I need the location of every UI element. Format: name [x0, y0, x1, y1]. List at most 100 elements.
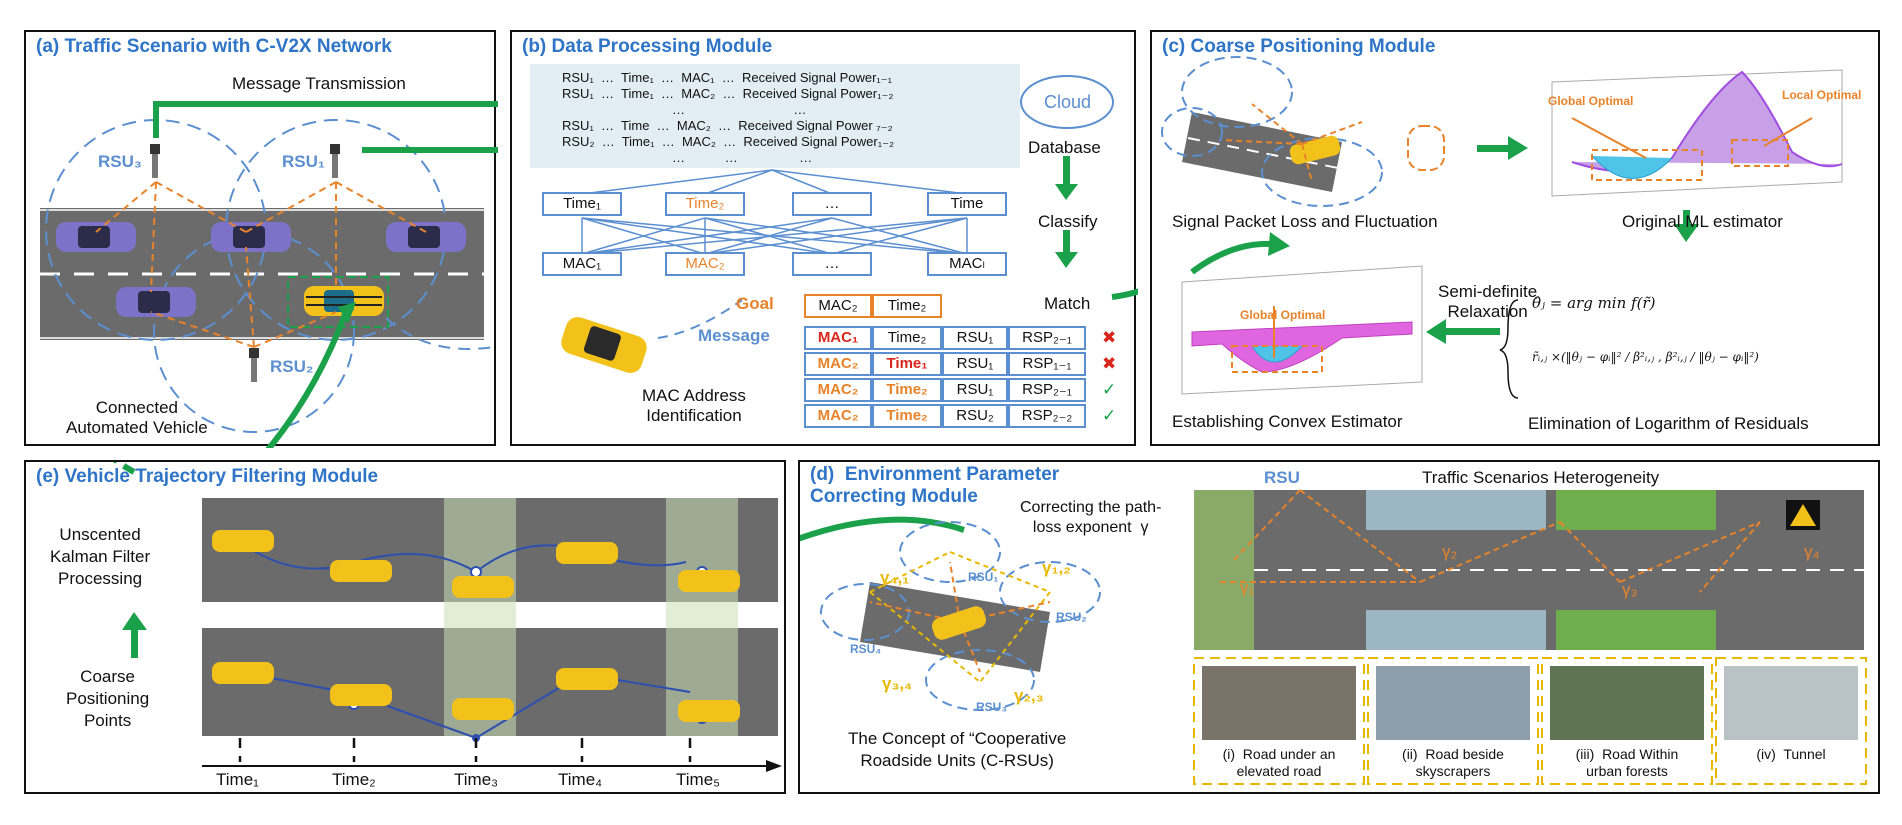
goal-time: Time₂ [872, 294, 942, 318]
mac-node: … [792, 252, 872, 276]
car-icon [386, 222, 466, 252]
elimination-label: Elimination of Logarithm of Residuals [1528, 414, 1809, 433]
time-tick: Time₂ [332, 770, 376, 789]
coarse-points-label: Coarse Positioning Points [66, 667, 150, 730]
crsu-label: The Concept of “Cooperative Roadside Uni… [848, 729, 1067, 770]
ml-surface-plot [1551, 69, 1843, 197]
photo-caption: (ii) Road beside skyscrapers [1402, 746, 1504, 779]
panel-d-title: (d) Environment Parameter Correcting Mod… [810, 464, 1060, 507]
message-time-cell: Time₂ [872, 326, 942, 350]
panel-environment-parameter: (d) Environment Parameter Correcting Mod… [798, 460, 1880, 794]
record-row: RSU₁ … Time₁ … MAC₁ … Received Signal Po… [562, 70, 893, 85]
rsu-label: RSU₂ [1056, 610, 1087, 624]
message-rsp-cell: RSP₂₋₂ [1008, 404, 1086, 428]
local-optimal-label: Local Optimal [1782, 88, 1862, 102]
message-time-cell: Time₁ [872, 352, 942, 376]
message-rsp-cell: RSP₂₋₁ [1008, 326, 1086, 350]
rsu-label: RSU₄ [850, 642, 882, 656]
message-rsp-cell: RSP₁₋₁ [1008, 352, 1086, 376]
time-node: Time [927, 192, 1007, 216]
message-time-cell: Time₂ [872, 378, 942, 402]
equation-1: θ̂ⱼ = arg min f(r̃) [1532, 294, 1656, 312]
tunnel-photo [1724, 666, 1858, 740]
convex-estimator-label: Establishing Convex Estimator [1172, 412, 1403, 431]
time-node: … [792, 192, 872, 216]
goal-label: Goal [736, 294, 774, 313]
gamma-label: γ₂,₃ [1014, 686, 1044, 705]
traffic-scene-graphic [40, 101, 498, 448]
car-icon [56, 222, 136, 252]
photo-caption: (iv) Tunnel [1756, 746, 1826, 762]
trajectory-graphic [112, 462, 782, 772]
ukf-label: Unscented Kalman Filter Processing [50, 525, 151, 588]
rsu-pole-icon [330, 144, 340, 178]
cloud-label: Cloud [1044, 92, 1092, 112]
mac-node: MACₗ [927, 252, 1007, 276]
record-row: RSU₁ … Time … MAC₂ … Received Signal Pow… [562, 118, 893, 133]
global-optimal-label: Global Optimal [1548, 94, 1634, 108]
scene-rsu-label: RSU [1264, 468, 1300, 487]
elevated-road-photo [1202, 666, 1356, 740]
rsu3-label: RSU₃ [98, 152, 142, 171]
environment-graphic [800, 489, 1867, 785]
cloud-icon [1020, 75, 1114, 129]
rsu-pole-icon [150, 144, 160, 178]
original-ml-label: Original ML estimator [1622, 212, 1783, 231]
gamma-label: γ₃,₄ [882, 674, 913, 693]
gamma-label: γ₄,₁ [880, 568, 910, 587]
gamma-label: γ₁,₂ [1042, 558, 1071, 577]
panel-a-title: (a) Traffic Scenario with C-V2X Network [36, 36, 392, 57]
record-row: … … [672, 102, 807, 117]
message-time-cell: Time₂ [872, 404, 942, 428]
cross-icon: ✖ [1102, 328, 1117, 347]
sdr-label: Semi-definite Relaxation [1438, 282, 1538, 321]
connected-vehicle-label: Connected Automated Vehicle [66, 398, 208, 437]
panel-e-title: (e) Vehicle Trajectory Filtering Module [36, 466, 379, 487]
car-icon [932, 606, 986, 640]
rsu2-label: RSU₂ [270, 357, 314, 376]
panel-b-title: (b) Data Processing Module [522, 36, 773, 57]
panel-data-processing: (b) Data Processing Module RSU₁ … Time₁ … [510, 30, 1138, 446]
record-row: RSU₂ … Time₁ … MAC₂ … Received Signal Po… [562, 134, 895, 149]
classify-label: Classify [1038, 212, 1098, 231]
photo-caption: (i) Road under an elevated road [1222, 746, 1336, 779]
rsu-label: RSU₃ [976, 700, 1007, 714]
goal-mac: MAC₂ [804, 294, 872, 318]
convex-global-optimal-label: Global Optimal [1240, 308, 1326, 322]
message-mac-cell: MAC₂ [804, 378, 872, 402]
mac-node: MAC₁ [542, 252, 622, 276]
scene-gamma-label: γ₄ [1804, 542, 1820, 561]
scene-gamma-label: γ₁ [1240, 578, 1255, 597]
mac-identification-label: MAC Address Identification [642, 386, 746, 425]
database-label: Database [1028, 138, 1101, 157]
check-icon: ✓ [1102, 380, 1117, 399]
time-tick: Time₄ [558, 770, 603, 789]
scene-gamma-label: γ₂ [1442, 542, 1458, 561]
message-rsp-cell: RSP₂₋₁ [1008, 378, 1086, 402]
rsu1-label: RSU₁ [282, 152, 325, 171]
time-tick: Time₁ [216, 770, 259, 789]
matching-graph [561, 75, 1138, 373]
mac-node-highlight: MAC₂ [665, 252, 745, 276]
scene-gamma-label: γ₃ [1622, 580, 1638, 599]
message-mac-cell: MAC₁ [804, 326, 872, 350]
car-icon [212, 530, 740, 722]
car-icon [116, 287, 196, 317]
connected-car-icon [304, 286, 384, 316]
record-row: RSU₁ … Time₁ … MAC₂ … Received Signal Po… [562, 86, 894, 101]
photo-caption: (iii) Road Within urban forests [1575, 746, 1679, 779]
car-icon [211, 222, 291, 252]
message-rsu-cell: RSU₁ [942, 326, 1008, 350]
time-tick: Time₃ [454, 770, 499, 789]
time-node: Time₁ [542, 192, 622, 216]
tunnel-warning-icon [1786, 500, 1820, 530]
correcting-label: Correcting the path- loss exponent γ [1020, 499, 1162, 536]
panel-c-title: (c) Coarse Positioning Module [1162, 36, 1436, 57]
skyscrapers-photo [1376, 666, 1530, 740]
equation-2: r̃ᵢ,ⱼ ×(‖θⱼ − φᵢ‖² / β²ᵢ,ⱼ , β²ᵢ,ⱼ / ‖θⱼ… [1532, 350, 1759, 364]
panel-trajectory-filtering: (e) Vehicle Trajectory Filtering Module … [24, 460, 786, 794]
rsu-pole-icon [249, 348, 259, 382]
time-tick: Time₅ [676, 770, 720, 789]
message-mac-cell: MAC₂ [804, 404, 872, 428]
time-node-highlight: Time₂ [665, 192, 745, 216]
